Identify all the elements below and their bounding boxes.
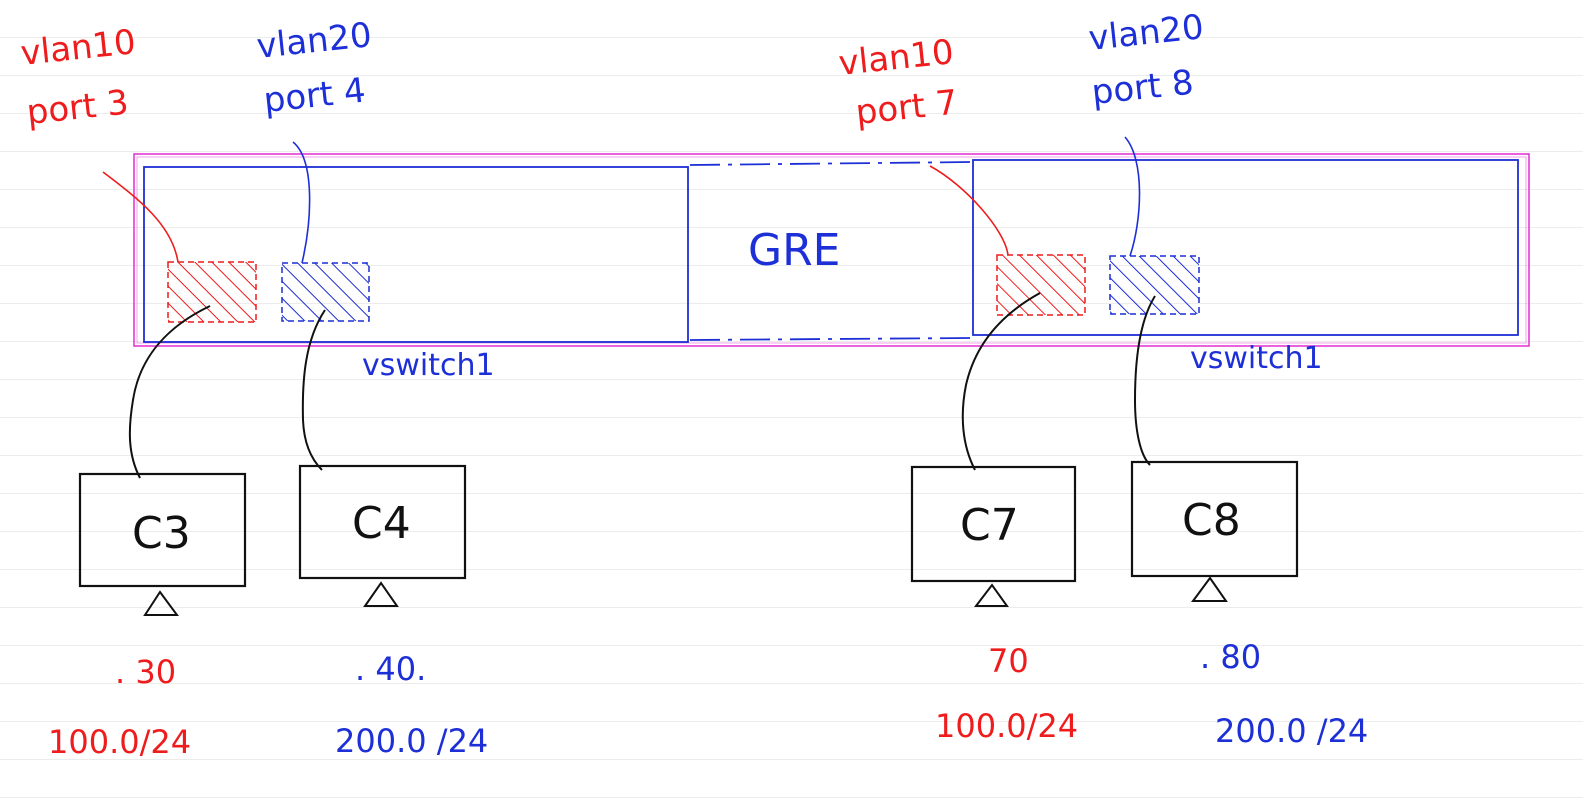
computer-c4 (298, 464, 467, 607)
label-port4: port 4 (262, 70, 368, 120)
c4-ip: . 40. (355, 650, 426, 688)
cable-c7 (961, 292, 1041, 471)
gre-tunnel-top (689, 161, 974, 166)
port-8-leader (1124, 136, 1141, 257)
label-vswitch-left: vswitch1 (362, 348, 495, 383)
vswitch-left-box (143, 166, 689, 343)
computer-c8-name: C8 (1182, 495, 1241, 546)
c8-ip: . 80 (1200, 638, 1261, 676)
c7-subnet: 100.0/24 (935, 707, 1078, 745)
port-7 (996, 254, 1086, 316)
port-3-leader (102, 171, 179, 263)
label-gre: GRE (748, 225, 840, 276)
computer-c7 (910, 465, 1077, 607)
port-3 (167, 261, 257, 323)
gre-tunnel-bottom (689, 337, 974, 341)
vswitch-right-box (972, 159, 1519, 336)
c4-subnet: 200.0 /24 (335, 722, 488, 760)
label-vlan10-left: vlan10 (19, 22, 138, 74)
label-vlan20-right: vlan20 (1087, 7, 1206, 59)
computer-c8 (1130, 460, 1299, 602)
cable-c8 (1133, 295, 1156, 466)
port-7-leader (929, 165, 1009, 256)
label-port3: port 3 (25, 82, 131, 132)
label-vlan20-left: vlan20 (255, 15, 374, 67)
computer-c3 (78, 472, 247, 616)
computer-c7-name: C7 (960, 500, 1019, 551)
c7-ip: 70 (988, 642, 1029, 680)
gre-tunnel-frame (133, 153, 1530, 347)
port-8 (1109, 255, 1200, 315)
c3-ip: . 30 (115, 653, 176, 691)
label-port7: port 7 (854, 82, 960, 132)
computer-c3-name: C3 (132, 508, 191, 559)
label-vlan10-right: vlan10 (837, 32, 956, 84)
c3-subnet: 100.0/24 (48, 723, 191, 761)
label-vswitch-right: vswitch1 (1190, 341, 1323, 376)
computer-c4-name: C4 (352, 498, 411, 549)
cable-c4 (301, 309, 326, 471)
label-port8: port 8 (1090, 62, 1196, 112)
cable-c3 (128, 305, 211, 479)
c8-subnet: 200.0 /24 (1215, 712, 1368, 750)
port-4-leader (292, 141, 311, 264)
port-4 (281, 262, 370, 322)
